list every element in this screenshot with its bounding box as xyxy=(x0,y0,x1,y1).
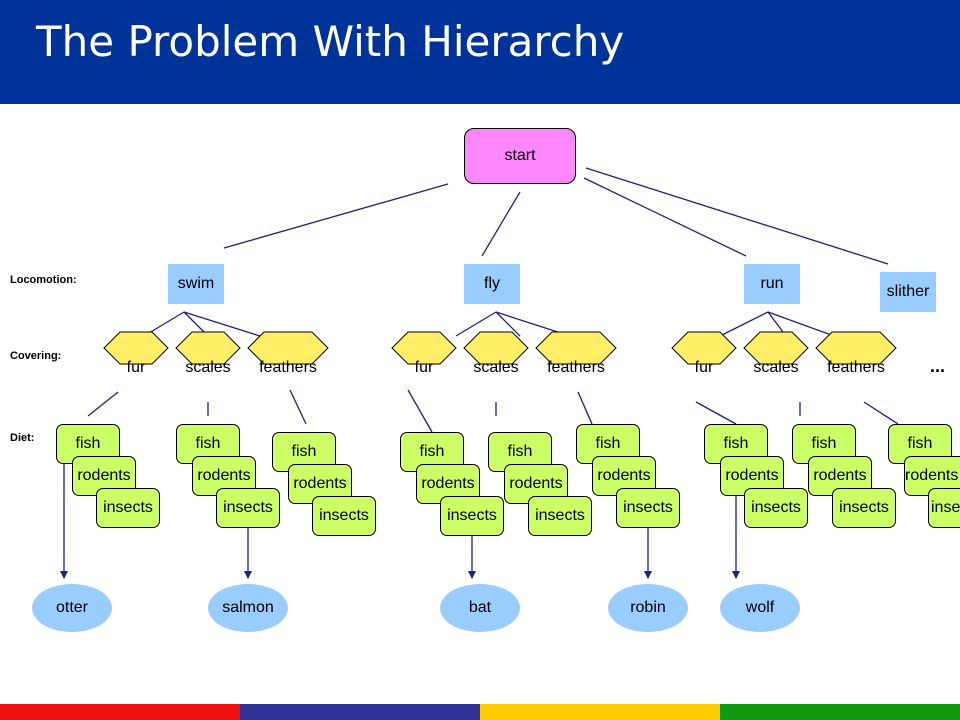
row-label-covering: Covering: xyxy=(10,350,62,362)
footer-segment-green xyxy=(720,704,960,720)
covering-hexagon xyxy=(671,331,737,365)
animal-node-wolf: wolf xyxy=(720,584,800,632)
covering-label-feathers: feathers xyxy=(547,359,605,376)
covering-label-scales: scales xyxy=(185,359,231,376)
connector-line xyxy=(767,311,835,337)
footer-segment-red xyxy=(0,704,240,720)
covering-label-feathers: feathers xyxy=(827,359,885,376)
connector-line xyxy=(863,401,899,425)
connector-line xyxy=(407,389,433,433)
animal-node-salmon: salmon xyxy=(208,584,288,632)
connector-line xyxy=(583,177,747,257)
row-label-locomotion: Locomotion: xyxy=(10,274,77,286)
covering-hexagon xyxy=(391,331,457,365)
covering-label-feathers: feathers xyxy=(259,359,317,376)
covering-label-fur: fur xyxy=(126,359,146,376)
diet-node-insects: insects xyxy=(96,488,160,528)
footer-segment-blue xyxy=(240,704,480,720)
locomotion-node-slither: slither xyxy=(880,272,936,312)
locomotion-node-run: run xyxy=(744,264,800,304)
start-node: start xyxy=(464,128,576,184)
animal-node-bat: bat xyxy=(440,584,520,632)
covering-label-fur: fur xyxy=(414,359,434,376)
connector-line xyxy=(87,391,119,417)
diet-node-insects: insects xyxy=(440,496,504,536)
diet-node-insects: insects xyxy=(616,488,680,528)
footer-segment-yellow xyxy=(480,704,720,720)
covering-label-scales: scales xyxy=(753,359,799,376)
diet-node-insects: insects xyxy=(216,488,280,528)
title-bar: The Problem With Hierarchy xyxy=(0,0,960,104)
connector-line xyxy=(455,311,497,337)
connector-line xyxy=(223,183,449,249)
connector-line xyxy=(289,389,307,425)
diet-node-insects: insects xyxy=(528,496,592,536)
covering-label-fur: fur xyxy=(694,359,714,376)
covering-hexagon xyxy=(103,331,169,365)
diet-node-insects: insects xyxy=(832,488,896,528)
connector-line xyxy=(481,191,521,257)
covering-hexagon xyxy=(743,331,809,365)
diet-node-insects: insects xyxy=(312,496,376,536)
locomotion-node-fly: fly xyxy=(464,264,520,304)
animal-node-robin: robin xyxy=(608,584,688,632)
diet-node-insects: insects xyxy=(744,488,808,528)
connector-line xyxy=(585,167,889,265)
connector-line xyxy=(495,311,521,337)
covering-hexagon xyxy=(247,331,329,365)
covering-shapes xyxy=(103,331,897,365)
animal-node-otter: otter xyxy=(32,584,112,632)
connector-line xyxy=(719,311,769,337)
connector-line xyxy=(577,391,593,425)
covering-hexagon xyxy=(175,331,241,365)
connector-lines xyxy=(60,167,899,579)
connector-line xyxy=(695,401,737,425)
ellipsis: ... xyxy=(930,356,946,376)
covering-label-scales: scales xyxy=(473,359,519,376)
row-label-diet: Diet: xyxy=(10,432,35,444)
diet-node-insects: insects xyxy=(928,488,960,528)
covering-hexagon xyxy=(535,331,617,365)
footer-color-bar xyxy=(0,704,960,720)
covering-hexagon xyxy=(815,331,897,365)
connector-line xyxy=(183,311,261,337)
locomotion-node-swim: swim xyxy=(168,264,224,304)
covering-hexagon xyxy=(463,331,529,365)
slide-title: The Problem With Hierarchy xyxy=(36,17,625,66)
